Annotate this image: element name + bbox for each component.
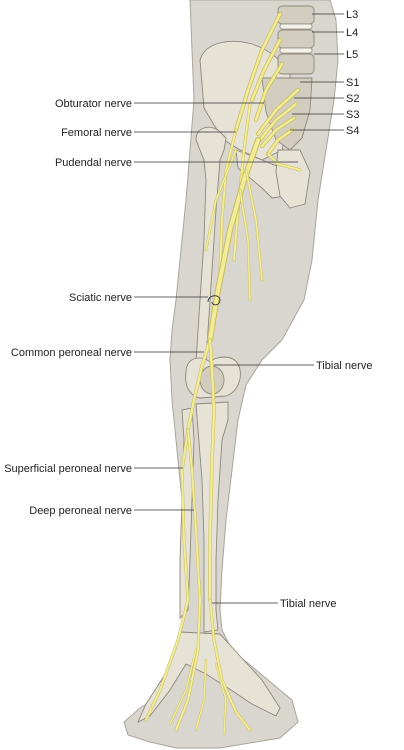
label-s1: S1 bbox=[346, 77, 359, 89]
label-common-peroneal-nerve: Common peroneal nerve bbox=[11, 347, 132, 359]
vertebra-l3 bbox=[277, 5, 315, 25]
label-s4: S4 bbox=[346, 125, 359, 137]
label-l3: L3 bbox=[346, 9, 358, 21]
leader-lines bbox=[134, 13, 344, 604]
femur-bone bbox=[195, 126, 227, 363]
label-s3: S3 bbox=[346, 109, 359, 121]
vertebra-l5 bbox=[277, 53, 315, 75]
label-superficial-peroneal-nerve: Superficial peroneal nerve bbox=[4, 463, 132, 475]
label-l5: L5 bbox=[346, 49, 358, 61]
label-deep-peroneal-nerve: Deep peroneal nerve bbox=[29, 505, 132, 517]
sciatic-marker bbox=[207, 295, 221, 306]
label-pudendal-nerve: Pudendal nerve bbox=[55, 157, 132, 169]
label-obturator-nerve: Obturator nerve bbox=[55, 98, 132, 110]
disc-l4-l5 bbox=[279, 47, 313, 54]
label-s2: S2 bbox=[346, 93, 359, 105]
label-l4: L4 bbox=[346, 27, 358, 39]
label-sciatic-nerve: Sciatic nerve bbox=[69, 292, 132, 304]
label-tibial-nerve-lower: Tibial nerve bbox=[280, 598, 336, 610]
label-femoral-nerve: Femoral nerve bbox=[61, 127, 132, 139]
disc-l3-l4 bbox=[279, 23, 313, 30]
vertebra-l4 bbox=[277, 29, 315, 49]
nerve-paths bbox=[144, 12, 302, 736]
label-tibial-nerve-upper: Tibial nerve bbox=[316, 360, 372, 372]
